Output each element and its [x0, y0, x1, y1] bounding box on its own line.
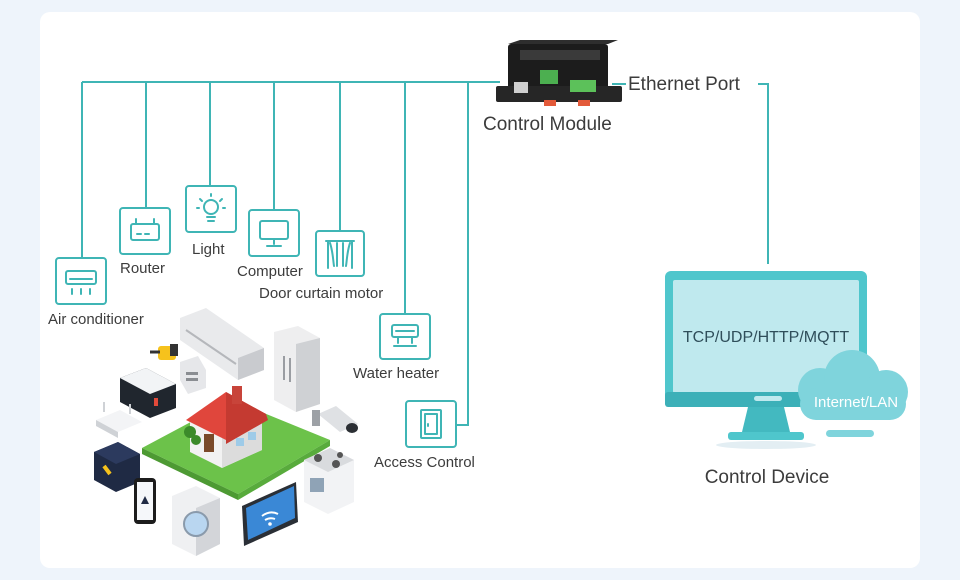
device-access-control: Access Control	[374, 400, 475, 471]
mount-clip	[544, 100, 556, 106]
device-label: Access Control	[374, 454, 475, 471]
safe-illustration	[94, 442, 140, 492]
device-label: Water heater	[353, 365, 439, 382]
terminal-block	[570, 80, 596, 92]
tv-illustration	[242, 482, 298, 546]
monitor-icon	[259, 220, 289, 247]
device-box	[405, 400, 457, 448]
security-box-illustration	[120, 368, 176, 418]
device-label: Computer	[237, 263, 303, 280]
router-icon	[130, 218, 160, 241]
stove-illustration	[304, 448, 354, 514]
device-box	[248, 209, 300, 257]
mount-clip	[578, 100, 590, 106]
device-label: Door curtain motor	[259, 285, 383, 302]
wiring	[81, 81, 769, 426]
wire-ethernet-right	[758, 83, 769, 264]
control-device: TCP/UDP/HTTP/MQTT Internet/LAN Control D…	[665, 271, 908, 488]
device-box	[119, 207, 171, 255]
monitor-base	[728, 432, 804, 440]
device-label: Light	[192, 241, 225, 258]
device-curtain-motor: Door curtain motor	[259, 230, 383, 302]
ac-unit-illustration	[180, 308, 264, 380]
module-top	[508, 40, 618, 44]
ethernet-port-label: Ethernet Port	[628, 74, 741, 95]
device-label: Air conditioner	[48, 311, 144, 328]
protocol-text: TCP/UDP/HTTP/MQTT	[683, 329, 849, 346]
camera-illustration	[312, 406, 358, 433]
device-computer: Computer	[237, 209, 303, 280]
fridge-illustration	[274, 326, 320, 412]
monitor-screen	[673, 280, 859, 393]
control-device-label: Control Device	[705, 467, 830, 488]
device-box	[55, 257, 107, 305]
keypad-illustration	[180, 356, 206, 394]
device-box	[185, 185, 237, 233]
device-router: Router	[119, 207, 171, 277]
monitor-stand	[742, 407, 790, 432]
network-text: Internet/LAN	[814, 394, 898, 411]
device-air-conditioner: Air conditioner	[48, 257, 144, 328]
phone-illustration	[134, 478, 156, 524]
door-icon	[420, 409, 442, 439]
device-light: Light	[185, 185, 237, 258]
wire-access-control	[456, 82, 469, 426]
device-label: Router	[120, 260, 165, 277]
router-illustration	[96, 402, 142, 438]
water-heater-icon	[391, 324, 419, 347]
light-bulb-icon	[196, 193, 226, 222]
smart-home-illustration	[94, 308, 358, 556]
module-label-strip	[520, 50, 600, 60]
device-water-heater: Water heater	[353, 313, 439, 382]
house-icon	[184, 386, 268, 468]
air-conditioner-icon	[65, 270, 97, 295]
curtain-icon	[325, 240, 355, 269]
washing-machine-illustration	[172, 486, 220, 556]
device-box	[315, 230, 365, 277]
ethernet-jack	[514, 82, 528, 93]
control-module: Control Module Ethernet Port	[483, 40, 741, 135]
smart-lock-illustration	[150, 344, 178, 360]
cloud-icon	[798, 350, 908, 420]
terminal-block	[540, 70, 558, 84]
control-module-label: Control Module	[483, 114, 612, 135]
